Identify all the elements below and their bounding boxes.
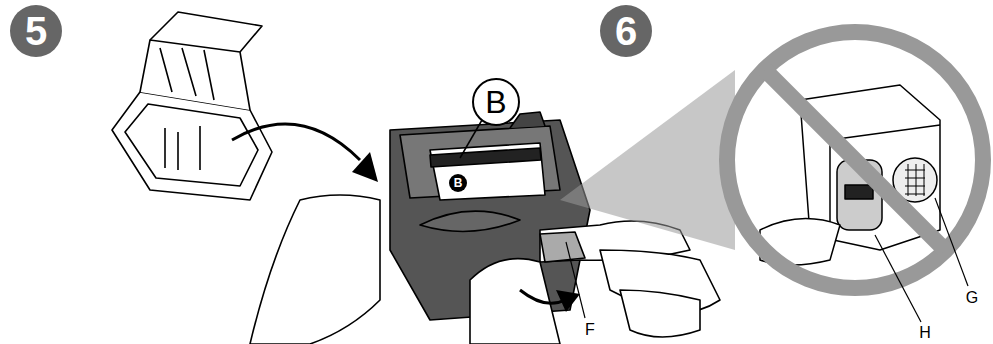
cartridge-mark: B (454, 177, 463, 189)
step-number: 6 (598, 3, 654, 59)
callout-circle: B (471, 77, 521, 127)
part-letter: H (919, 325, 931, 341)
node-text: 6 (615, 11, 637, 51)
part-letter: F (585, 322, 595, 338)
node-text: 5 (25, 11, 47, 51)
step-number: 5 (8, 3, 64, 59)
node-text: B (485, 86, 506, 118)
part-letter: G (966, 290, 978, 306)
